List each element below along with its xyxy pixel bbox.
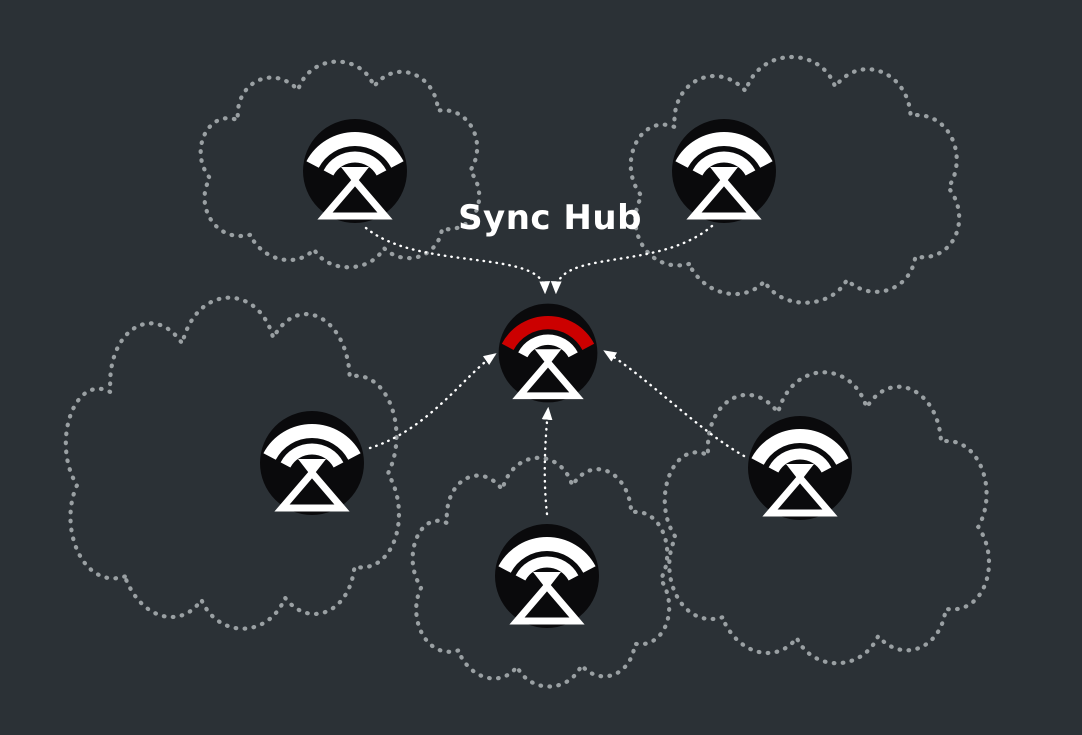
arrow-right-to-hub: [603, 350, 746, 458]
cloud-outline-right: [665, 372, 989, 663]
sync-node-bottom: [495, 524, 599, 628]
sync-node-mid-left: [260, 411, 364, 515]
arrow-top-left-to-hub: [364, 226, 551, 295]
arrow-top-right-to-hub: [550, 224, 714, 295]
hub-label: Sync Hub: [458, 198, 642, 238]
arrow-bottom-to-hub: [541, 406, 553, 516]
sync-node-right: [748, 416, 852, 520]
sync-node-top-left: [303, 119, 407, 223]
arrow-mid-left-to-hub: [368, 353, 497, 450]
hub-node: [499, 304, 598, 403]
sync-node-top-right: [672, 119, 776, 223]
